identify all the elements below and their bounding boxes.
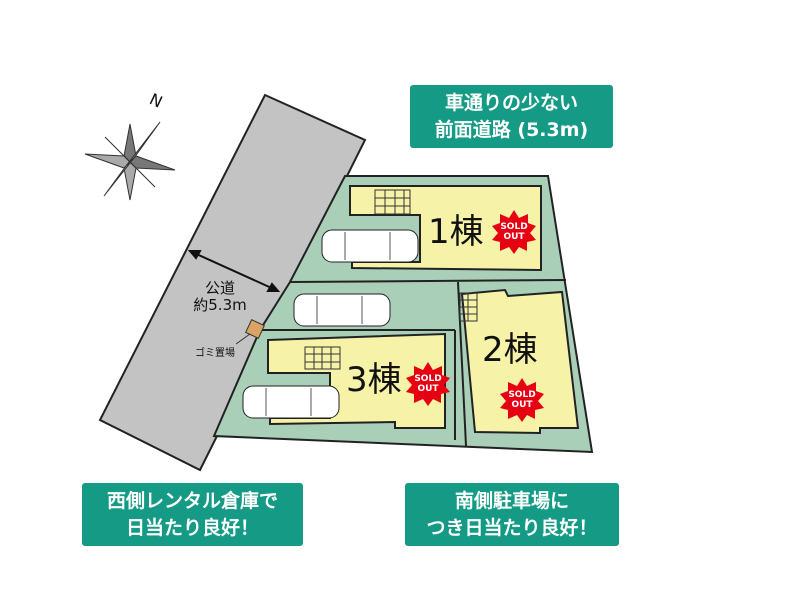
callout-south: 南側駐車場に つき日当たり良好！: [405, 483, 619, 546]
house-2: [460, 288, 580, 435]
callout-front-road: 車通りの少ない 前面道路 (5.3m): [410, 85, 613, 148]
callout-line: 前面道路 (5.3m): [434, 118, 589, 141]
road-width-arrow: [187, 250, 281, 292]
garbage-label: ゴミ置場: [195, 348, 235, 359]
lot-3-suffix: 棟: [367, 360, 402, 400]
callout-west: 西側レンタル倉庫で 日当たり良好！: [82, 483, 303, 546]
lot-1-number: 1: [428, 212, 450, 252]
lot-2-suffix: 棟: [503, 330, 538, 370]
house-3: [267, 332, 446, 429]
car-icon: [242, 385, 340, 419]
road-label: 公道 約5.3m: [190, 280, 250, 314]
road-width: 約5.3m: [193, 296, 247, 314]
callout-line: 車通りの少ない: [444, 91, 578, 114]
callout-line: 日当たり良好！: [125, 516, 259, 539]
callout-line: 南側駐車場に: [454, 489, 569, 512]
callout-line: 西側レンタル倉庫で: [106, 489, 278, 512]
compass-icon: [84, 121, 176, 201]
lot-3-number: 3: [346, 360, 368, 400]
callout-line: つき日当たり良好！: [426, 516, 598, 539]
car-icon: [321, 229, 419, 263]
garbage-area: [245, 319, 265, 339]
lot-1-suffix: 棟: [449, 212, 484, 252]
public-road: [98, 93, 367, 472]
lot-2-number: 2: [482, 330, 504, 370]
car-icon: [293, 293, 391, 327]
road-name: 公道: [204, 279, 235, 297]
